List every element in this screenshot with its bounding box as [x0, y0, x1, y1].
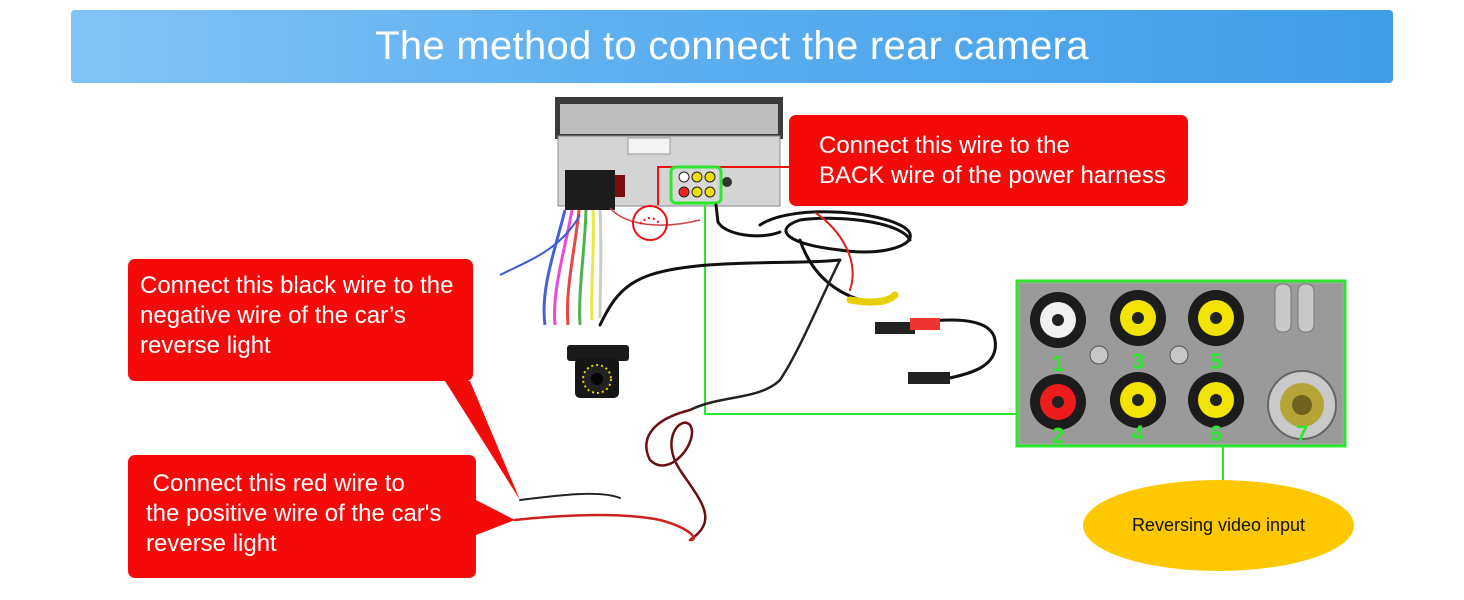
jack-number-5: 5	[1210, 349, 1222, 374]
jack-number-7: 7	[1296, 421, 1308, 446]
video-input-guide-line	[704, 203, 1017, 415]
rca-jack-panel-closeup: 1 2 3 4 5 6 7	[1015, 279, 1347, 448]
red-wire-pointer	[476, 500, 515, 535]
jack-number-4: 4	[1132, 421, 1145, 446]
callout-line: Connect this wire to the	[819, 132, 1070, 159]
callout-line: Connect this red wire to	[146, 470, 405, 497]
car-radio-unit	[555, 97, 783, 210]
callout-line: Connect this black wire to the	[140, 272, 454, 299]
back-wire-callout: Connect this wire to the BACK wire of th…	[789, 115, 1188, 206]
reversing-video-input-label: Reversing video input	[1083, 480, 1354, 571]
callout-line: negative wire of the car’s	[140, 302, 406, 329]
jack-number-3: 3	[1132, 349, 1144, 374]
black-wire-pointer	[445, 381, 520, 500]
callout-line: the positive wire of the car's	[146, 500, 442, 527]
callout-line: reverse light	[140, 332, 271, 359]
red-wire-callout: Connect this red wire to the positive wi…	[128, 455, 476, 578]
reversing-label-text: Reversing video input	[1131, 515, 1306, 535]
jack-number-2: 2	[1052, 423, 1064, 448]
callout-line: BACK wire of the power harness	[819, 162, 1166, 189]
splice-marker-circle	[632, 205, 668, 241]
title-banner: The method to connect the rear camera	[71, 10, 1393, 83]
camera-cables	[513, 203, 997, 542]
rear-camera	[567, 345, 629, 398]
black-wire-callout: Connect this black wire to the negative …	[128, 259, 473, 381]
power-harness-wires	[499, 207, 701, 326]
page-title: The method to connect the rear camera	[375, 24, 1089, 68]
back-wire-pointer	[657, 166, 789, 205]
callout-line: reverse light	[146, 530, 277, 557]
jack-number-1: 1	[1052, 351, 1064, 376]
jack-number-6: 6	[1210, 421, 1222, 446]
